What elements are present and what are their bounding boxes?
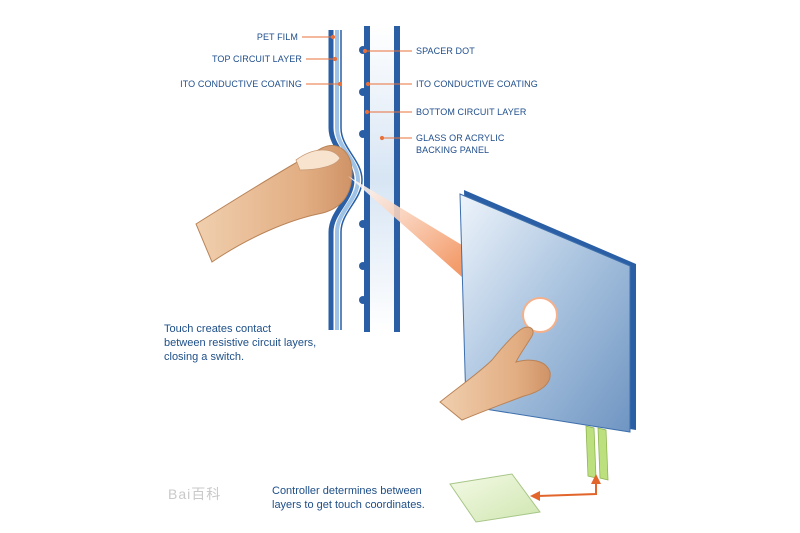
controller-arrow — [537, 482, 597, 497]
arrow-head-up — [591, 474, 601, 484]
label-ito-coating-right: ITO CONDUCTIVE COATING — [416, 79, 538, 89]
pet-film-layer — [335, 30, 361, 330]
caption-controller-line2: layers to get touch coordinates. — [272, 499, 425, 511]
leader-lines — [302, 34, 412, 141]
label-top-circuit-layer: TOP CIRCUIT LAYER — [211, 54, 302, 64]
finger-cross-section — [195, 145, 353, 263]
label-glass-line1: GLASS OR ACRYLIC — [416, 133, 505, 143]
label-pet-film: PET FILM — [256, 32, 298, 42]
glass-backing-panel — [370, 26, 394, 332]
bottom-circuit-layer — [364, 26, 370, 332]
caption-touch: Touch creates contact between resistive … — [164, 322, 316, 364]
controller-board — [449, 473, 541, 523]
panel-connector-cable — [585, 425, 609, 481]
caption-touch-line1: Touch creates contact — [164, 323, 272, 335]
label-bottom-circuit-layer: BOTTOM CIRCUIT LAYER — [416, 107, 527, 117]
hand-pointing — [439, 326, 551, 421]
label-spacer-dot: SPACER DOT — [416, 46, 475, 56]
caption-controller: Controller determines between layers to … — [272, 484, 425, 512]
glass-backing-edge — [394, 26, 400, 332]
label-glass-line2: BACKING PANEL — [416, 145, 490, 155]
caption-touch-line3: closing a switch. — [164, 351, 245, 363]
ito-coating-top — [340, 30, 363, 330]
caption-touch-line2: between resistive circuit layers, — [164, 337, 317, 349]
arrow-head-left — [530, 491, 540, 501]
fingernail — [295, 149, 341, 171]
caption-controller-line1: Controller determines between — [272, 485, 422, 497]
label-ito-coating-left: ITO CONDUCTIVE COATING — [180, 79, 302, 89]
contact-point — [522, 297, 558, 333]
watermark-logo: Bai百科 — [168, 486, 222, 502]
